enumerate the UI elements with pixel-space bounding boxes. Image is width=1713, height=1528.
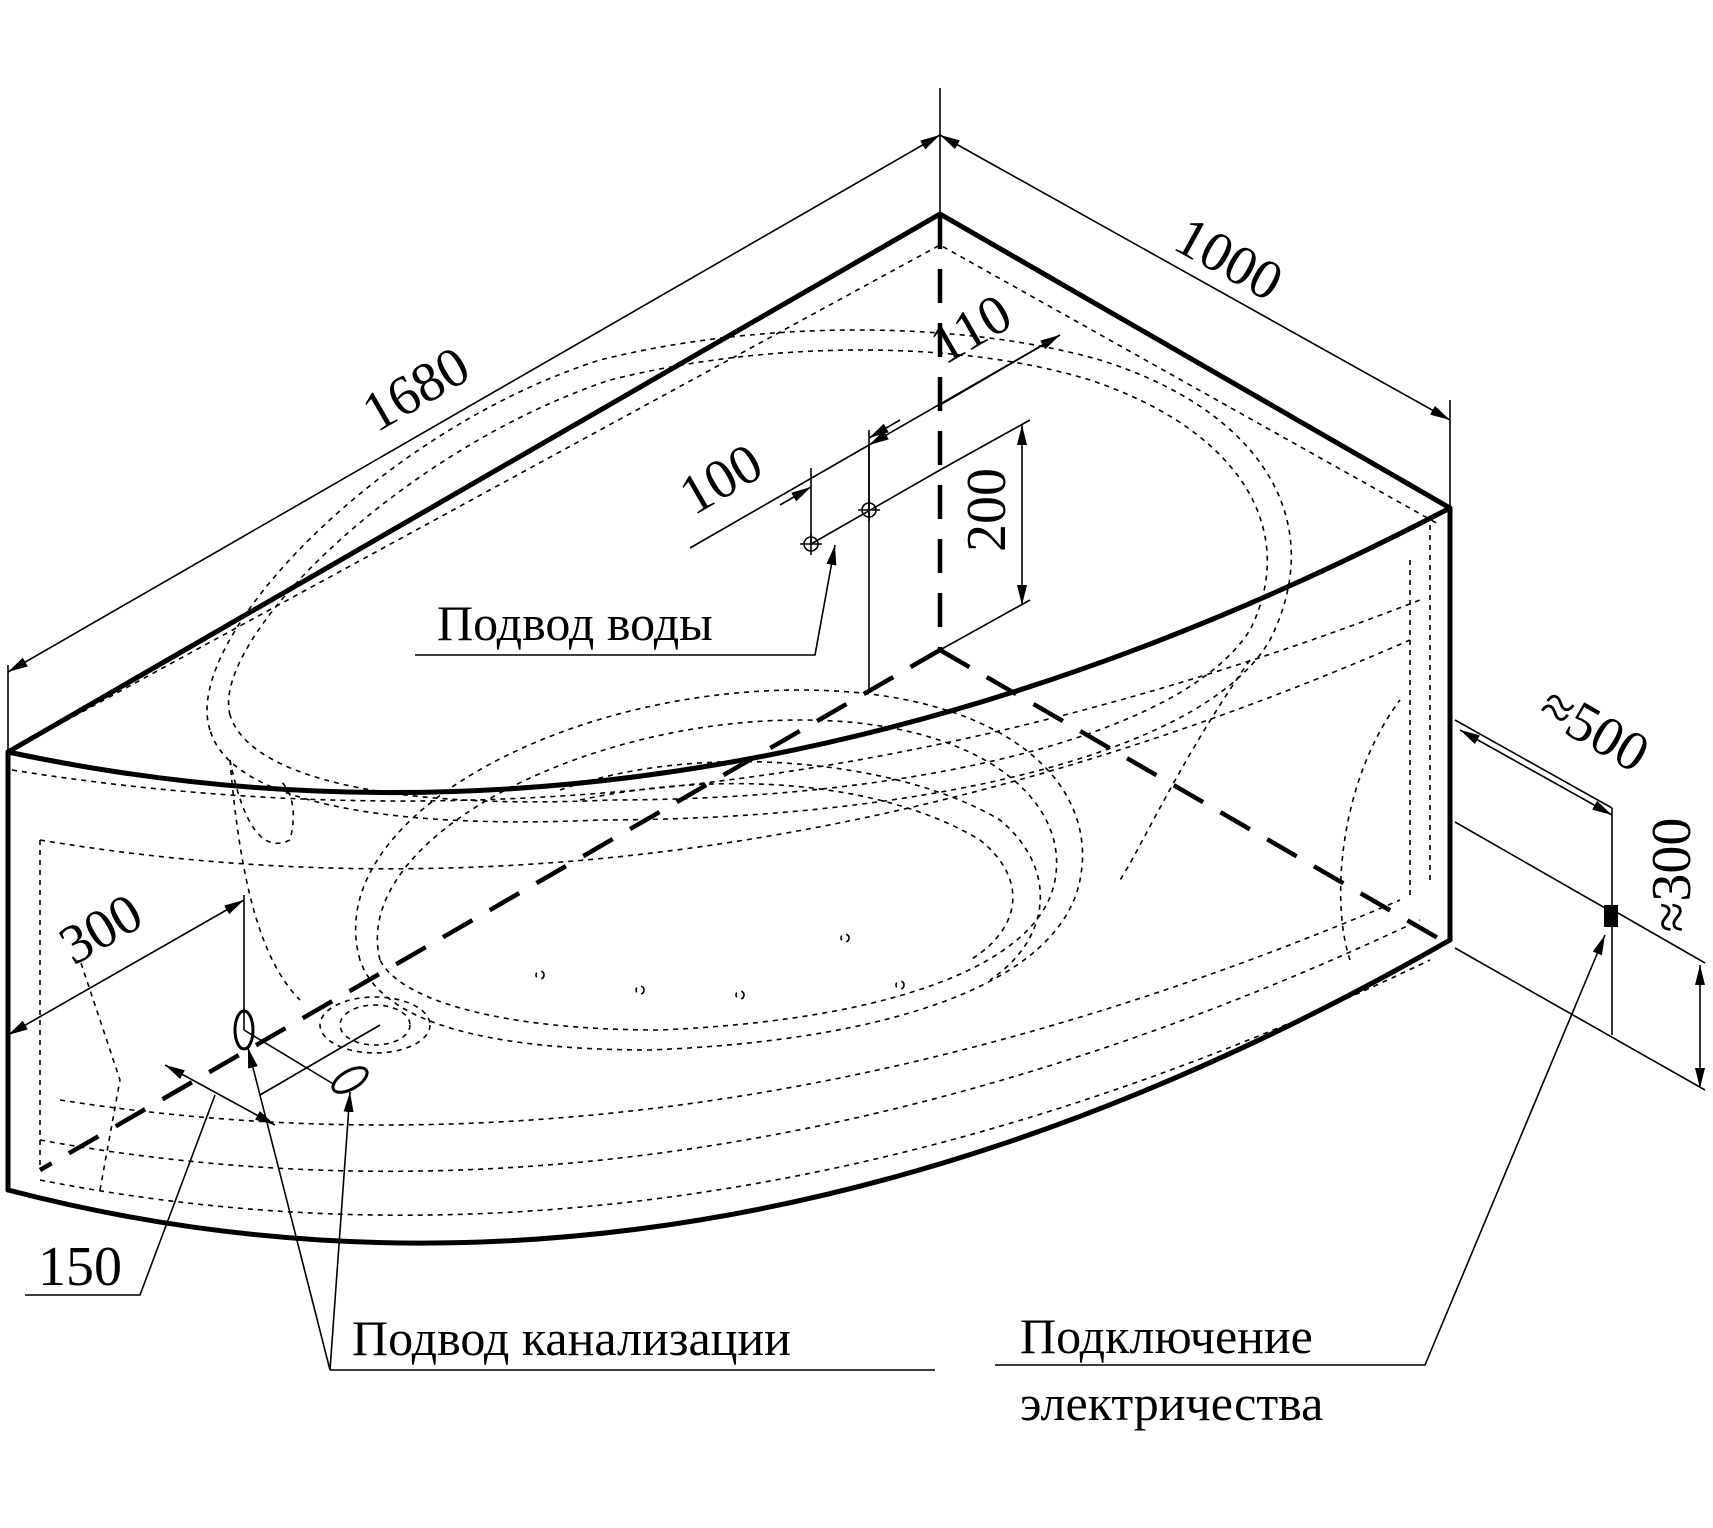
inlet-height-value: 200 [956,468,1018,552]
dimension-inlet-b: 100 [669,419,901,549]
water-supply-label: Подвод воды [437,595,713,651]
drain-outlet-marker [331,1066,369,1094]
inlet-offset-b-value: 100 [669,432,773,528]
electric-label-line2: электричества [1020,1375,1323,1431]
dimension-length: 1680 [7,88,941,752]
electric-connection: ≈500 ≈300 Подключение электричества [995,674,1706,1431]
water-supply-points [800,469,941,555]
length-value: 1680 [352,335,480,445]
hidden-lines [11,244,1441,1216]
dimension-drain-spacing: 150 [25,1064,276,1298]
water-supply-callout: Подвод воды [415,510,870,690]
dimension-drain-offset: 300 [7,882,245,1036]
bathtub-outline [5,211,1453,1246]
drain-spacing-value: 150 [38,1236,122,1298]
power-height-value: ≈300 [1641,818,1703,933]
inlet-offset-a-value: 110 [920,282,1022,377]
drainage-callout: Подвод канализации [247,1047,935,1371]
drain-fittings [233,895,381,1096]
drain-offset-value: 300 [49,882,153,978]
dimension-width: 1000 [939,134,1451,508]
electric-label-line1: Подключение [1020,1308,1313,1364]
dimension-inlet-height: 200 [939,419,1031,651]
power-offset-value: ≈500 [1529,674,1659,785]
drainage-label: Подвод канализации [352,1310,791,1366]
power-socket-marker [1604,905,1618,927]
